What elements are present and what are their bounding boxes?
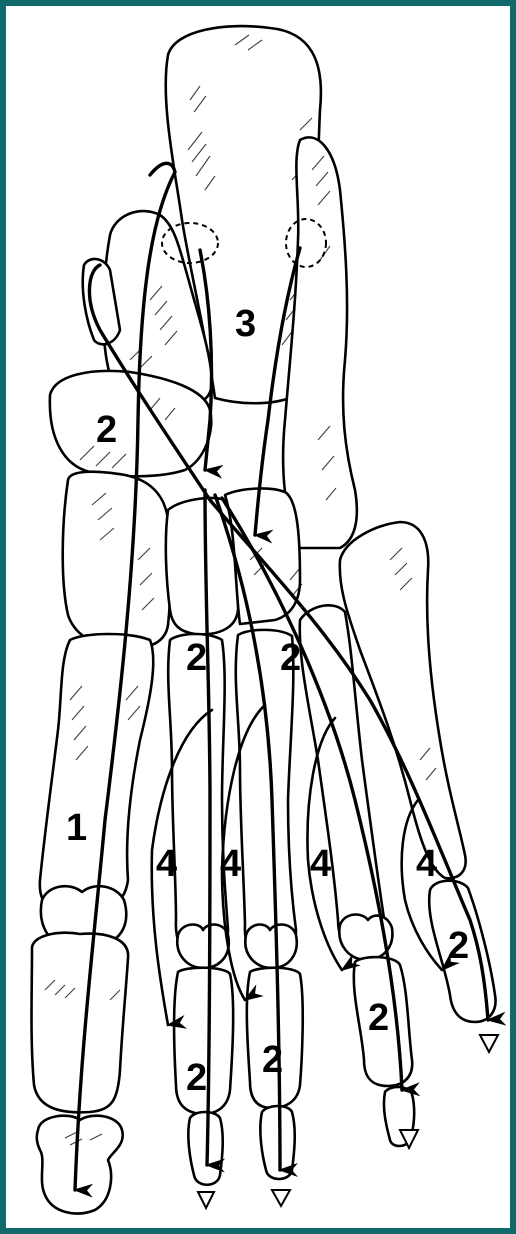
toe3-arrow-tip (272, 1190, 290, 1206)
label-2a: 2 (96, 409, 117, 451)
medial-cuneiform-bone (63, 472, 171, 649)
toe5-arrow-tip (480, 1035, 498, 1052)
second-distal-phalanx (188, 1112, 222, 1185)
third-metatarsal-head (245, 925, 296, 968)
label-3: 3 (235, 303, 256, 345)
label-4c: 4 (310, 843, 331, 885)
label-2e: 2 (368, 997, 389, 1039)
label-1: 1 (66, 807, 87, 849)
third-metatarsal-bone (236, 630, 296, 958)
first-metatarsal-bone (40, 634, 153, 915)
label-2f: 2 (186, 1057, 207, 1099)
hallux-distal-phalanx (37, 1116, 123, 1214)
label-2c: 2 (280, 637, 301, 679)
label-4b: 4 (220, 843, 241, 885)
third-distal-phalanx (260, 1106, 294, 1179)
label-4a: 4 (156, 843, 177, 885)
navicular-bone (50, 371, 211, 476)
second-metatarsal-bone (168, 634, 228, 956)
third-proximal-phalanx-shape (247, 968, 303, 1108)
label-2g: 2 (262, 1039, 283, 1081)
label-4d: 4 (416, 843, 437, 885)
label-2d: 2 (448, 925, 469, 967)
label-2b: 2 (186, 637, 207, 679)
toe2-arrow-tip (198, 1192, 214, 1208)
second-metatarsal-head (177, 925, 228, 968)
